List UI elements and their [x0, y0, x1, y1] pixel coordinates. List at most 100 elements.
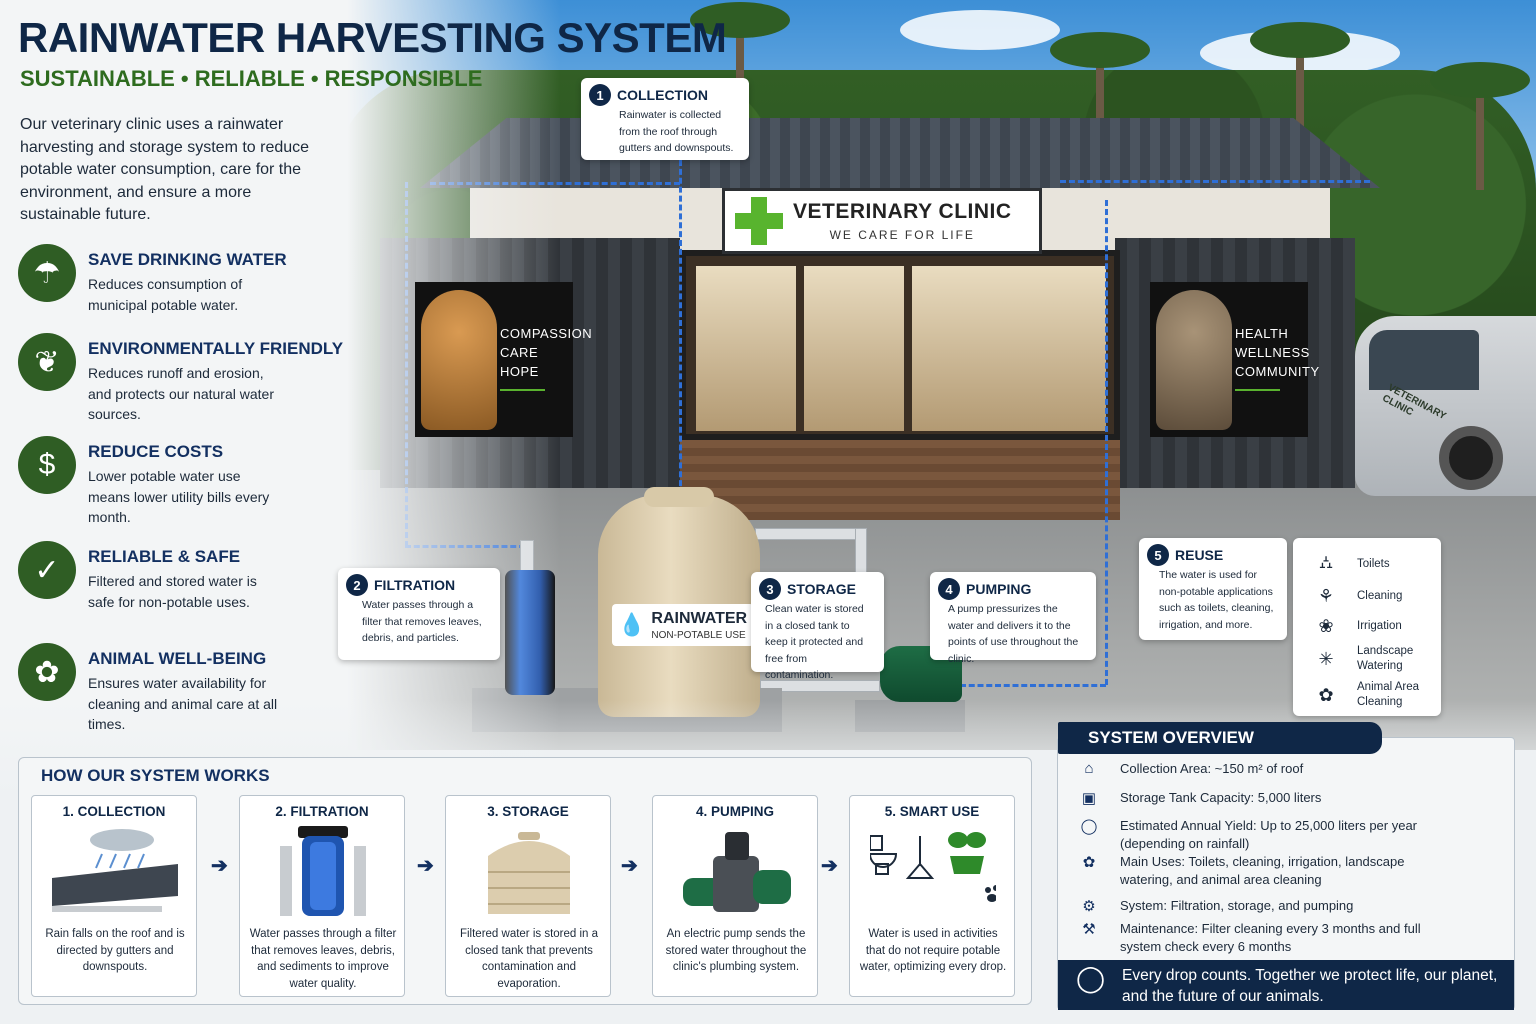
paw-icon: ✿ [18, 643, 76, 701]
use-item-animal-area: ✿ Animal Area Cleaning [1307, 680, 1437, 710]
how-step-text: Water is used in activities that do not … [859, 928, 1007, 973]
overview-text: Storage Tank Capacity: 5,000 liters [1120, 790, 1322, 805]
how-step-title: 2. FILTRATION [275, 804, 369, 819]
poster-word: COMPASSION [500, 326, 593, 341]
flow-line [679, 160, 682, 495]
uses-list: ⛼ Toilets ⚘ Cleaning ❀ Irrigation ✳ Land… [1293, 538, 1441, 716]
benefit-title: RELIABLE & SAFE [88, 547, 241, 566]
leaf-icon: ❦ [18, 333, 76, 391]
how-step-title: 3. STORAGE [487, 804, 569, 819]
benefit-title: SAVE DRINKING WATER [88, 250, 287, 269]
benefit-reliable-safe: ✓ RELIABLE & SAFE Filtered and stored wa… [18, 541, 348, 633]
how-step-collection: 1. COLLECTION Rain falls on the roof and… [31, 795, 197, 997]
wrench-icon: ⚒ [1082, 921, 1096, 938]
callout-reuse: 5 REUSE The water is used for non-potabl… [1139, 538, 1287, 640]
tank-lid [644, 487, 714, 507]
how-step-pumping: 4. PUMPING An electric pump sends the st… [652, 795, 818, 997]
clinic-sign-title: VETERINARY CLINIC [793, 200, 1012, 223]
how-it-works-panel: HOW OUR SYSTEM WORKS 1. COLLECTION Rain … [18, 757, 1032, 1005]
tank-label-subtitle: NON-POTABLE USE [651, 629, 746, 641]
poster-word: WELLNESS [1235, 345, 1310, 360]
tank-label-title: RAINWATER [651, 609, 748, 627]
overview-row: ⌂ Collection Area: ~150 m² of roof [1074, 760, 1460, 778]
tank-icon: ▣ [1081, 790, 1097, 807]
system-overview-panel: SYSTEM OVERVIEW ⌂ Collection Area: ~150 … [1057, 722, 1515, 1010]
metal-roof [420, 118, 1380, 188]
toilet-icon: ⛼ [1318, 552, 1334, 572]
tagline: SUSTAINABLE • RELIABLE • RESPONSIBLE [20, 66, 483, 91]
overview-row: ⚙ System: Filtration, storage, and pumpi… [1074, 897, 1460, 915]
step-number: 3 [759, 578, 781, 600]
tank-label: 💧 RAINWATER NON-POTABLE USE [612, 604, 754, 646]
callout-title: STORAGE [787, 581, 856, 597]
wooden-deck [680, 440, 1120, 520]
callout-title: REUSE [1175, 547, 1224, 563]
use-item-irrigation: ❀ Irrigation [1307, 616, 1437, 637]
how-step-text: Water passes through a filter that remov… [249, 928, 397, 990]
drop-leaf-icon: ◯ [1076, 963, 1106, 993]
overview-footer: ◯ Every drop counts. Together we protect… [1058, 960, 1514, 1010]
use-label: Landscape Watering [1357, 645, 1414, 672]
plant-icon: ❀ [1318, 616, 1334, 636]
poster-word: HOPE [500, 364, 539, 379]
paw-icon: ✿ [1318, 684, 1334, 705]
use-label: Irrigation [1357, 620, 1402, 632]
clinic-sign-subtitle: WE CARE FOR LIFE [829, 228, 975, 242]
arrow-right-icon: ➔ [821, 855, 838, 877]
how-step-text: Rain falls on the roof and is directed b… [45, 928, 185, 973]
callout-text: Water passes through a filter that remov… [362, 599, 482, 644]
clinic-storefront [680, 250, 1120, 440]
smart-use-icons [868, 826, 999, 918]
benefit-text: Lower potable water use means lower util… [88, 468, 270, 525]
roof-icon: ⌂ [1084, 760, 1094, 777]
window-glass [912, 266, 1012, 431]
window-glass [1006, 266, 1106, 431]
step-number: 1 [589, 84, 611, 106]
how-step-storage: 3. STORAGE Filtered water is stored in a… [445, 795, 611, 997]
overview-text: Maintenance: Filter cleaning every 3 mon… [1120, 921, 1421, 954]
gear-icon: ⚙ [1082, 898, 1096, 915]
benefit-animal-wellbeing: ✿ ANIMAL WELL-BEING Ensures water availa… [18, 643, 348, 735]
step-number: 4 [938, 578, 960, 600]
flow-line [960, 684, 1106, 687]
pipe [755, 528, 865, 540]
cat-image [1156, 290, 1232, 430]
how-title: HOW OUR SYSTEM WORKS [41, 766, 270, 785]
intro-text: Our veterinary clinic uses a rainwater h… [20, 116, 310, 223]
cloud [900, 10, 1060, 50]
sprinkler-icon: ✳ [1318, 648, 1334, 669]
dollar-icon: $ [18, 436, 76, 494]
window-glass [804, 266, 904, 431]
window-glass [696, 266, 796, 431]
benefit-title: ANIMAL WELL-BEING [88, 649, 267, 668]
water-drop-icon: 💧 [618, 612, 646, 637]
use-item-landscape: ✳ Landscape Watering [1307, 644, 1437, 674]
callout-title: PUMPING [966, 581, 1032, 597]
poster-divider [500, 389, 545, 391]
benefit-text: Filtered and stored water is safe for no… [88, 573, 257, 610]
flow-line [1105, 200, 1108, 685]
overview-text: Main Uses: Toilets, cleaning, irrigation… [1120, 854, 1405, 887]
overview-text: Estimated Annual Yield: Up to 25,000 lit… [1120, 818, 1418, 851]
roof-rain-icon [52, 826, 178, 918]
overview-row: ▣ Storage Tank Capacity: 5,000 liters [1074, 789, 1460, 807]
overview-text: System: Filtration, storage, and pumping [1120, 898, 1354, 913]
shield-check-icon: ✓ [18, 541, 76, 599]
broom-icon: ⚘ [1317, 586, 1335, 606]
callout-pumping: 4 PUMPING A pump pressurizes the water a… [930, 572, 1096, 665]
arrow-right-icon: ➔ [417, 855, 434, 877]
benefit-save-water: ☂ SAVE DRINKING WATER Reduces consumptio… [18, 244, 348, 336]
use-label: Cleaning [1357, 590, 1403, 602]
car-window [1369, 330, 1479, 390]
benefit-text: Reduces runoff and erosion, and protects… [88, 365, 274, 422]
callout-text: The water is used for non-potable applic… [1159, 569, 1274, 631]
overview-row: ⚒ Maintenance: Filter cleaning every 3 m… [1074, 920, 1460, 956]
poster-word: HEALTH [1235, 326, 1289, 341]
how-step-title: 5. SMART USE [884, 804, 980, 819]
arrow-right-icon: ➔ [621, 855, 638, 877]
flow-line [1060, 180, 1370, 183]
benefit-text: Ensures water availability for cleaning … [88, 675, 278, 732]
arrow-right-icon: ➔ [211, 855, 228, 877]
poster-word: COMMUNITY [1235, 364, 1320, 379]
callout-title: COLLECTION [617, 87, 708, 103]
